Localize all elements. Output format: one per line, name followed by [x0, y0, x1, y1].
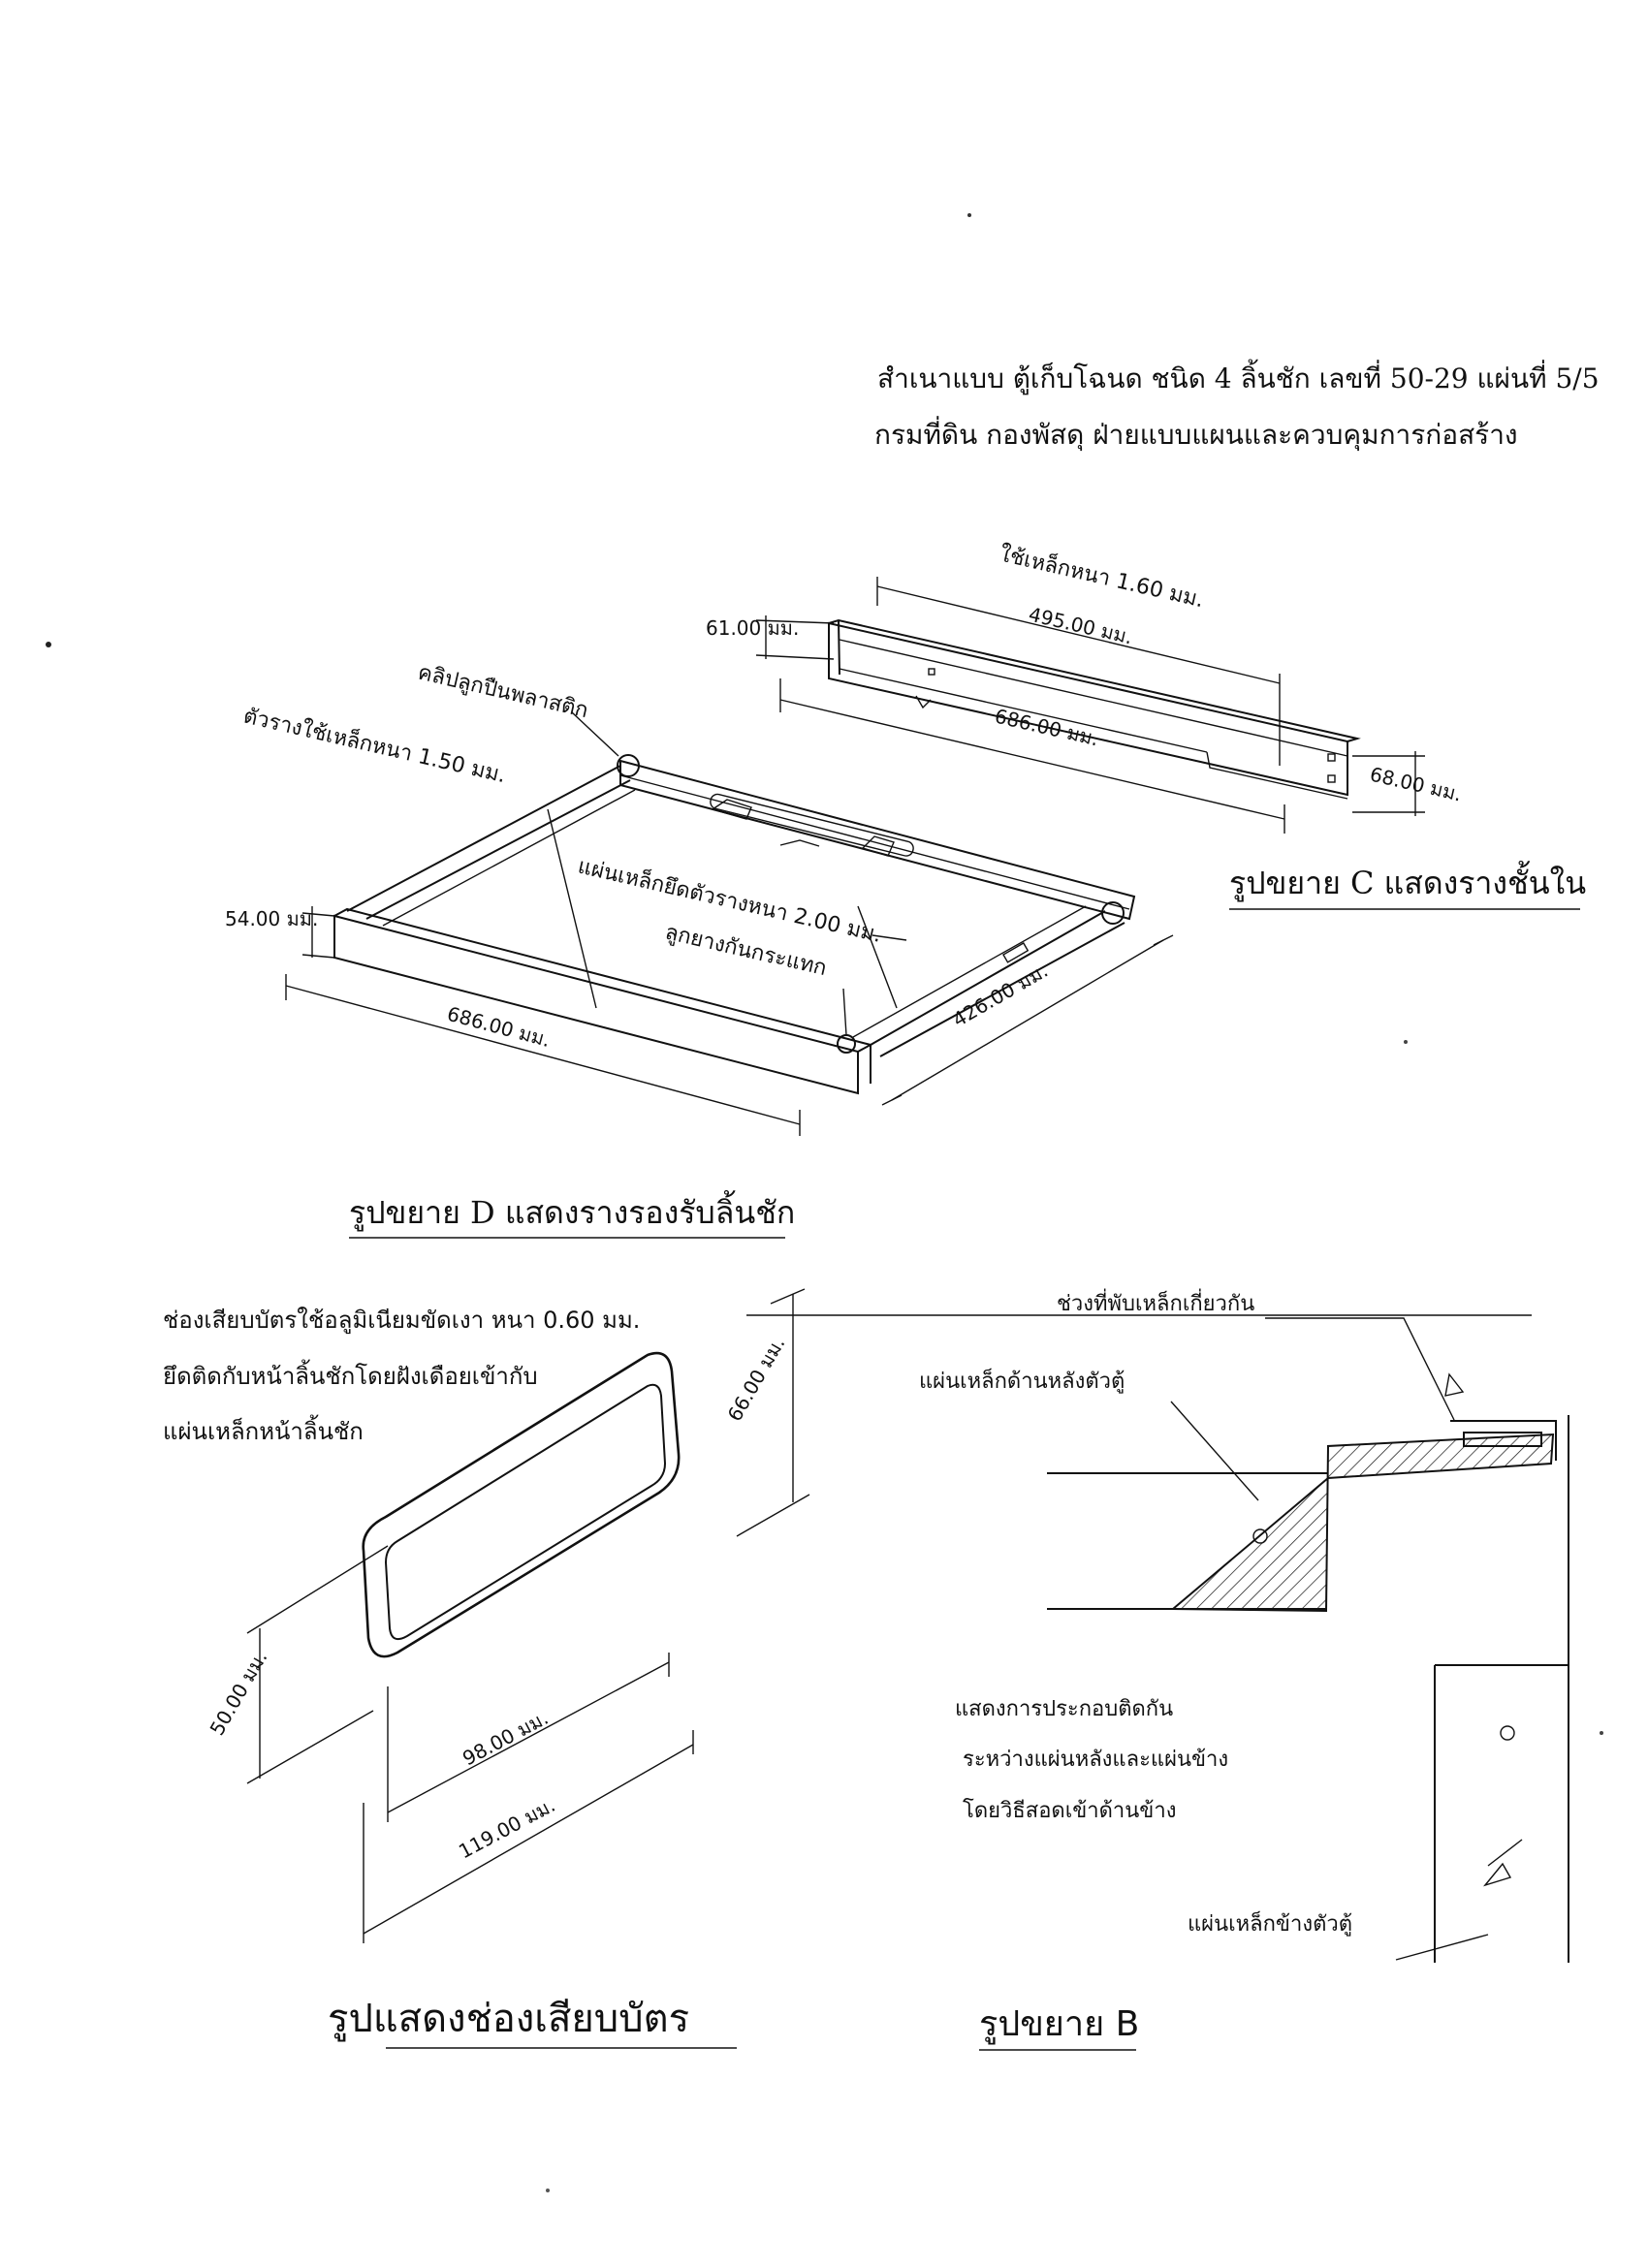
- detail-d-drawer-rail: คลิปลูกปืนพลาสติก ตัวรางใช้เหล็กหนา 1.50…: [225, 660, 1174, 1239]
- detail-c-inner-rail: ใช้เหล็กหนา 1.60 มม. 495.00 มม. 686.00 ม…: [706, 540, 1586, 910]
- card-slot-title: รูปแสดงช่องเสียบบัตร: [328, 1997, 689, 2041]
- assembly-note-3: โดยวิธีสอดเข้าด้านข้าง: [963, 1798, 1176, 1823]
- detail-d-title: รูปขยาย D แสดงรางรองรับลิ้นชัก: [349, 1190, 795, 1232]
- inner-rail-dim-height-left: 61.00 มม.: [706, 616, 799, 640]
- label-rail-thickness: ตัวรางใช้เหล็กหนา 1.50 มม.: [241, 702, 509, 789]
- card-slot-dim-width-outer: 119.00 มม.: [455, 1793, 559, 1863]
- label-fold-joint: ช่วงที่พับเหล็กเกี่ยวกัน: [1057, 1288, 1254, 1316]
- assembly-note-2: ระหว่างแผ่นหลังและแผ่นข้าง: [963, 1748, 1228, 1772]
- scan-noise: [46, 213, 1603, 2192]
- title-block: สำเนาแบบ ตู้เก็บโฉนด ชนิด 4 ลิ้นชัก เลขท…: [874, 359, 1600, 452]
- card-slot-desc-3: แผ่นเหล็กหน้าลิ้นชัก: [163, 1414, 364, 1445]
- card-slot-desc-1: ช่องเสียบบัตรใช้อลูมิเนียมขัดเงา หนา 0.6…: [163, 1307, 640, 1335]
- card-slot-drawing: [362, 1351, 681, 1658]
- drawer-rail-dim-height: 54.00 มม.: [225, 907, 318, 930]
- card-slot-dim-height-outer: 66.00 มม.: [723, 1333, 790, 1425]
- drawer-rail-dimensions: [285, 711, 1174, 1136]
- inner-rail-dim-total: 686.00 มม.: [993, 704, 1101, 750]
- label-back-plate: แผ่นเหล็กด้านหลังตัวตู้: [919, 1367, 1125, 1394]
- label-side-plate: แผ่นเหล็กข้างตัวตู้: [1188, 1909, 1352, 1937]
- detail-c-title: รูปขยาย C แสดงรางชั้นใน: [1229, 861, 1586, 902]
- card-slot-desc-2: ยึดติดกับหน้าลิ้นชักโดยฝังเดือยเข้ากับ: [163, 1359, 538, 1390]
- label-plastic-clip: คลิปลูกปืนพลาสติก: [416, 660, 590, 723]
- inner-rail-dim-slot: 495.00 มม.: [1027, 602, 1135, 648]
- inner-rail-thickness-note: ใช้เหล็กหนา 1.60 มม.: [998, 540, 1207, 614]
- header-line-1: สำเนาแบบ ตู้เก็บโฉนด ชนิด 4 ลิ้นชัก เลขท…: [877, 359, 1600, 395]
- card-slot-dim-height-inner: 50.00 มม.: [206, 1647, 272, 1739]
- detail-b-joint: ช่วงที่พับเหล็กเกี่ยวกัน แผ่นเหล็กด้านหล…: [919, 1288, 1569, 2051]
- drawer-rail-drawing: [333, 754, 1136, 1095]
- header-line-2: กรมที่ดิน กองพัสดุ ฝ่ายแบบแผนและควบคุมกา…: [874, 416, 1518, 452]
- inner-rail-dimensions: [755, 577, 1425, 834]
- detail-b-title: รูปขยาย B: [979, 2004, 1139, 2045]
- drawer-rail-dim-width: 426.00 มม.: [949, 959, 1052, 1031]
- inner-rail-drawing: [828, 618, 1361, 800]
- assembly-note-1: แสดงการประกอบติดกัน: [955, 1697, 1173, 1721]
- joint-section-drawing: [1047, 1317, 1569, 1963]
- label-fixing-plate: แผ่นเหล็กยึดตัวรางหนา 2.00 มม.: [576, 852, 885, 948]
- card-slot-dimensions: [246, 1288, 1532, 1943]
- card-slot-dim-width-inner: 98.00 มม.: [459, 1706, 552, 1770]
